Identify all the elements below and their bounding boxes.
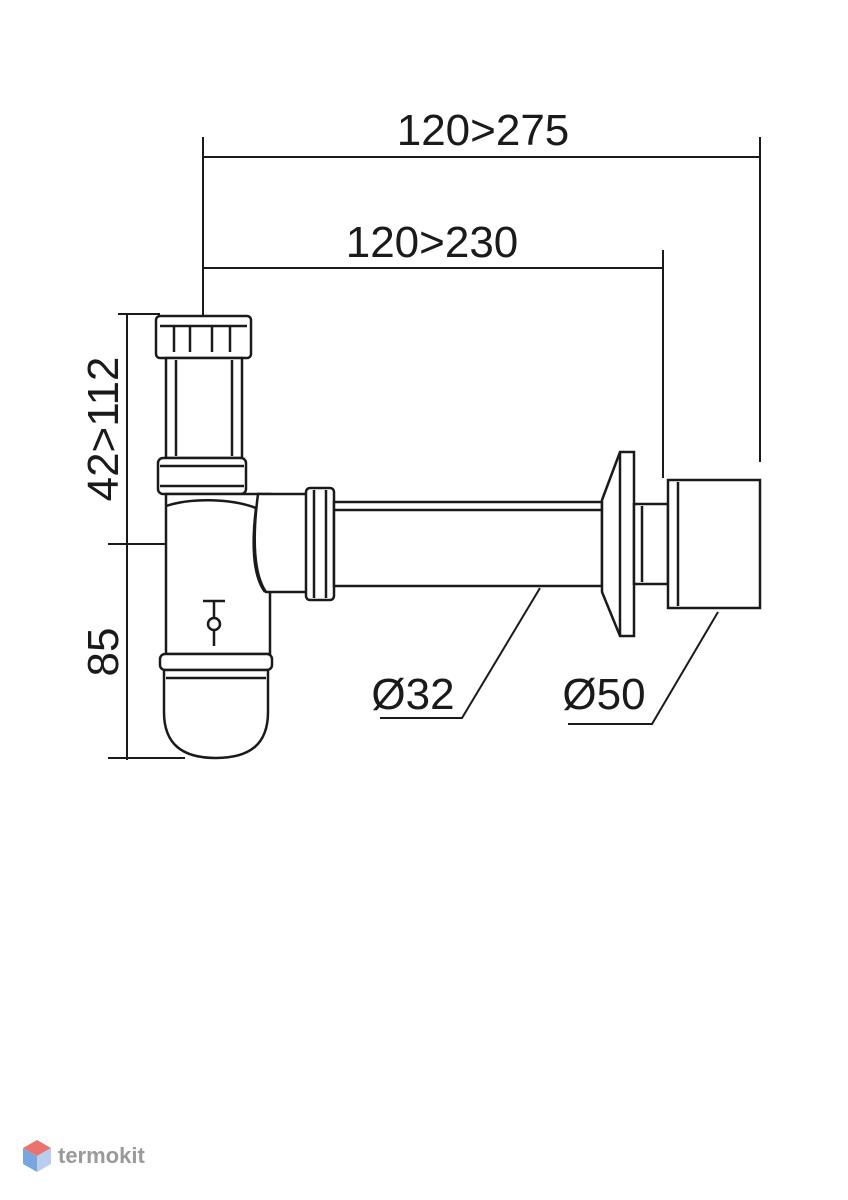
watermark-text: termokit [58, 1143, 145, 1168]
siphon-body [154, 314, 762, 760]
dimension-outlet-diameter: Ø50 [562, 670, 645, 719]
dimension-vertical-upper: 42>112 [79, 357, 128, 502]
hexagon-cube-icon [23, 1140, 51, 1172]
dimension-short-horizontal: 120>230 [346, 218, 519, 267]
watermark: termokit [22, 1136, 145, 1176]
dimension-long-horizontal: 120>275 [397, 106, 570, 155]
dimension-lines [108, 137, 761, 760]
dimension-vertical-lower: 85 [79, 628, 128, 677]
dimension-pipe-diameter: Ø32 [371, 670, 454, 719]
